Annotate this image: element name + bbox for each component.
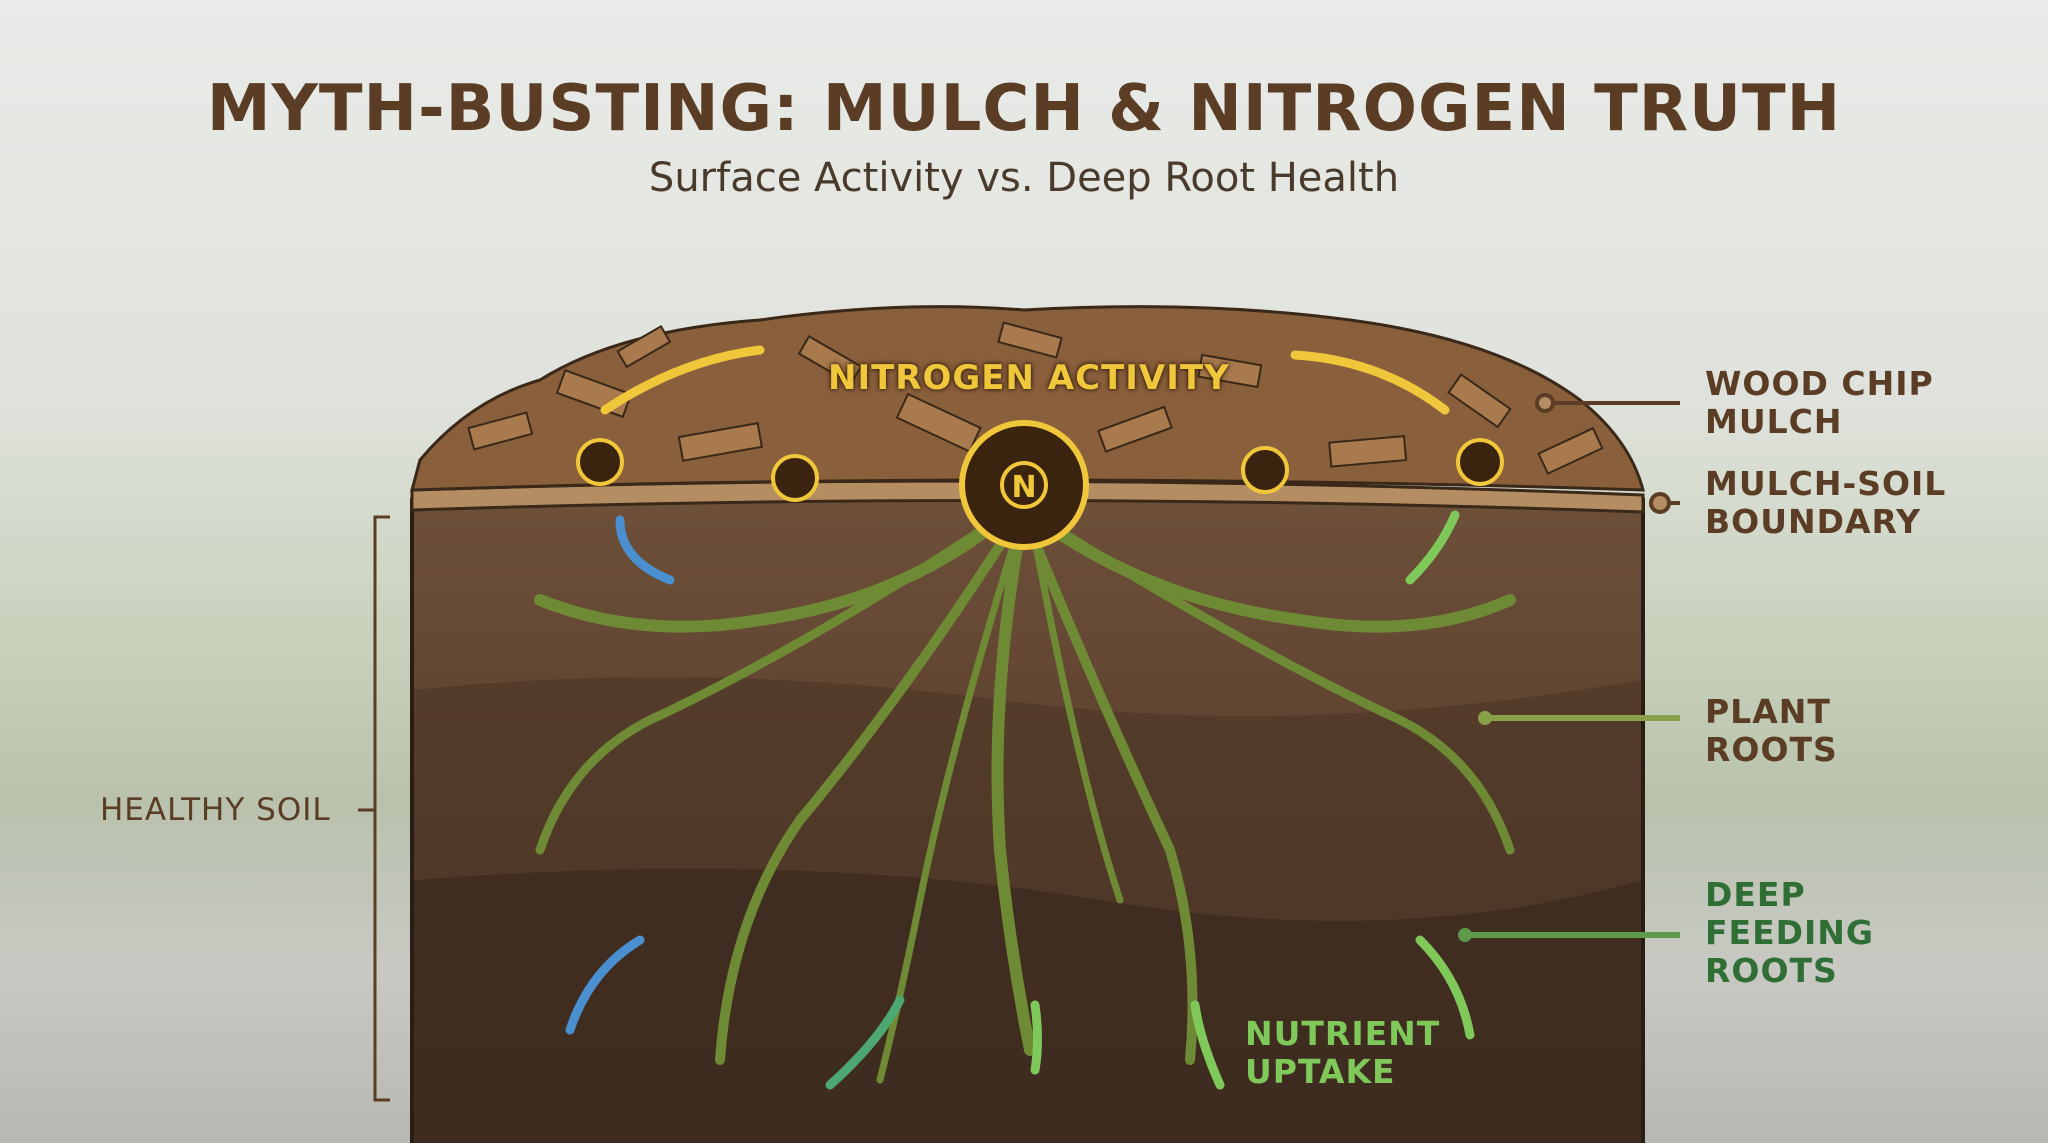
label-line: UPTAKE	[1245, 1052, 1396, 1091]
nitrogen-cycle-icons	[576, 420, 1504, 550]
label-line: NUTRIENT	[1245, 1014, 1441, 1053]
label-line: FEEDING	[1705, 913, 1875, 952]
wood-chip-mulch-label: WOOD CHIP MULCH	[1705, 365, 1934, 441]
healthy-soil-label: HEALTHY SOIL	[100, 792, 331, 828]
nitrogen-symbol: N	[1011, 470, 1036, 505]
nutrient-uptake-label: NUTRIENT UPTAKE	[1245, 1015, 1440, 1091]
label-line: ROOTS	[1705, 730, 1838, 769]
deep-feeding-roots-label: DEEP FEEDING ROOTS	[1705, 876, 1874, 990]
label-line: DEEP	[1705, 875, 1806, 914]
label-line: ROOTS	[1705, 951, 1838, 990]
label-line: MULCH	[1705, 402, 1843, 441]
page-title: MYTH-BUSTING: MULCH & NITROGEN TRUTH	[206, 72, 1842, 146]
leader-lines	[358, 393, 1680, 1102]
label-line: WOOD CHIP	[1705, 364, 1934, 403]
page-subtitle: Surface Activity vs. Deep Root Health	[648, 155, 1400, 201]
plant-roots-label: PLANT ROOTS	[1705, 693, 1838, 769]
nitrogen-activity-label: NITROGEN ACTIVITY	[828, 358, 1230, 398]
label-line: MULCH-SOIL	[1705, 464, 1947, 503]
label-line: BOUNDARY	[1705, 502, 1922, 541]
nutrient-arrows	[565, 345, 1475, 1090]
plant-roots	[534, 514, 1516, 1084]
wood-chips	[467, 321, 1604, 475]
label-line: PLANT	[1705, 692, 1831, 731]
mulch-soil-boundary-label: MULCH-SOIL BOUNDARY	[1705, 465, 1946, 541]
